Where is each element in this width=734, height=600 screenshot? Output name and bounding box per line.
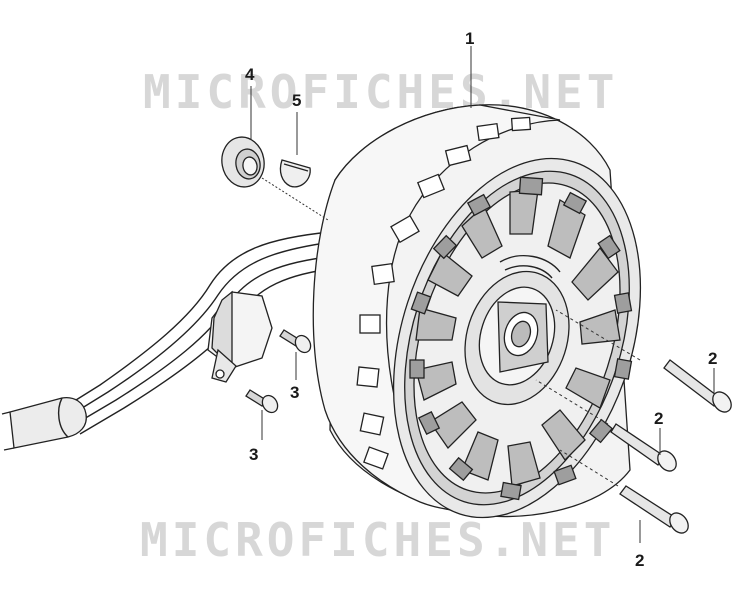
callouts: 1 2 2 2 3 3 4 5: [245, 29, 717, 570]
stator-poles: [409, 176, 633, 501]
bolt-2c: [619, 485, 689, 534]
callout-4: 4: [245, 65, 255, 84]
callout-2c: 2: [635, 551, 644, 570]
watermark-top: MICROFICHES.NET: [143, 65, 618, 119]
callout-3a: 3: [290, 383, 299, 402]
callout-5: 5: [292, 91, 301, 110]
washer-4: [221, 136, 265, 188]
flywheel-stator-assembly: [312, 104, 642, 519]
key-5: [279, 159, 311, 188]
watermark-bottom: MICROFICHES.NET: [140, 513, 615, 567]
screw-3a: [279, 329, 312, 354]
callout-2b: 2: [654, 409, 663, 428]
screw-3b: [245, 389, 279, 414]
callout-1: 1: [465, 29, 474, 48]
bolt-2a: [663, 359, 732, 413]
pickup-coil: [207, 290, 273, 383]
leader-lines: [250, 46, 715, 543]
callout-3b: 3: [249, 445, 258, 464]
flywheel-hub: [464, 270, 570, 406]
callout-2a: 2: [708, 349, 717, 368]
